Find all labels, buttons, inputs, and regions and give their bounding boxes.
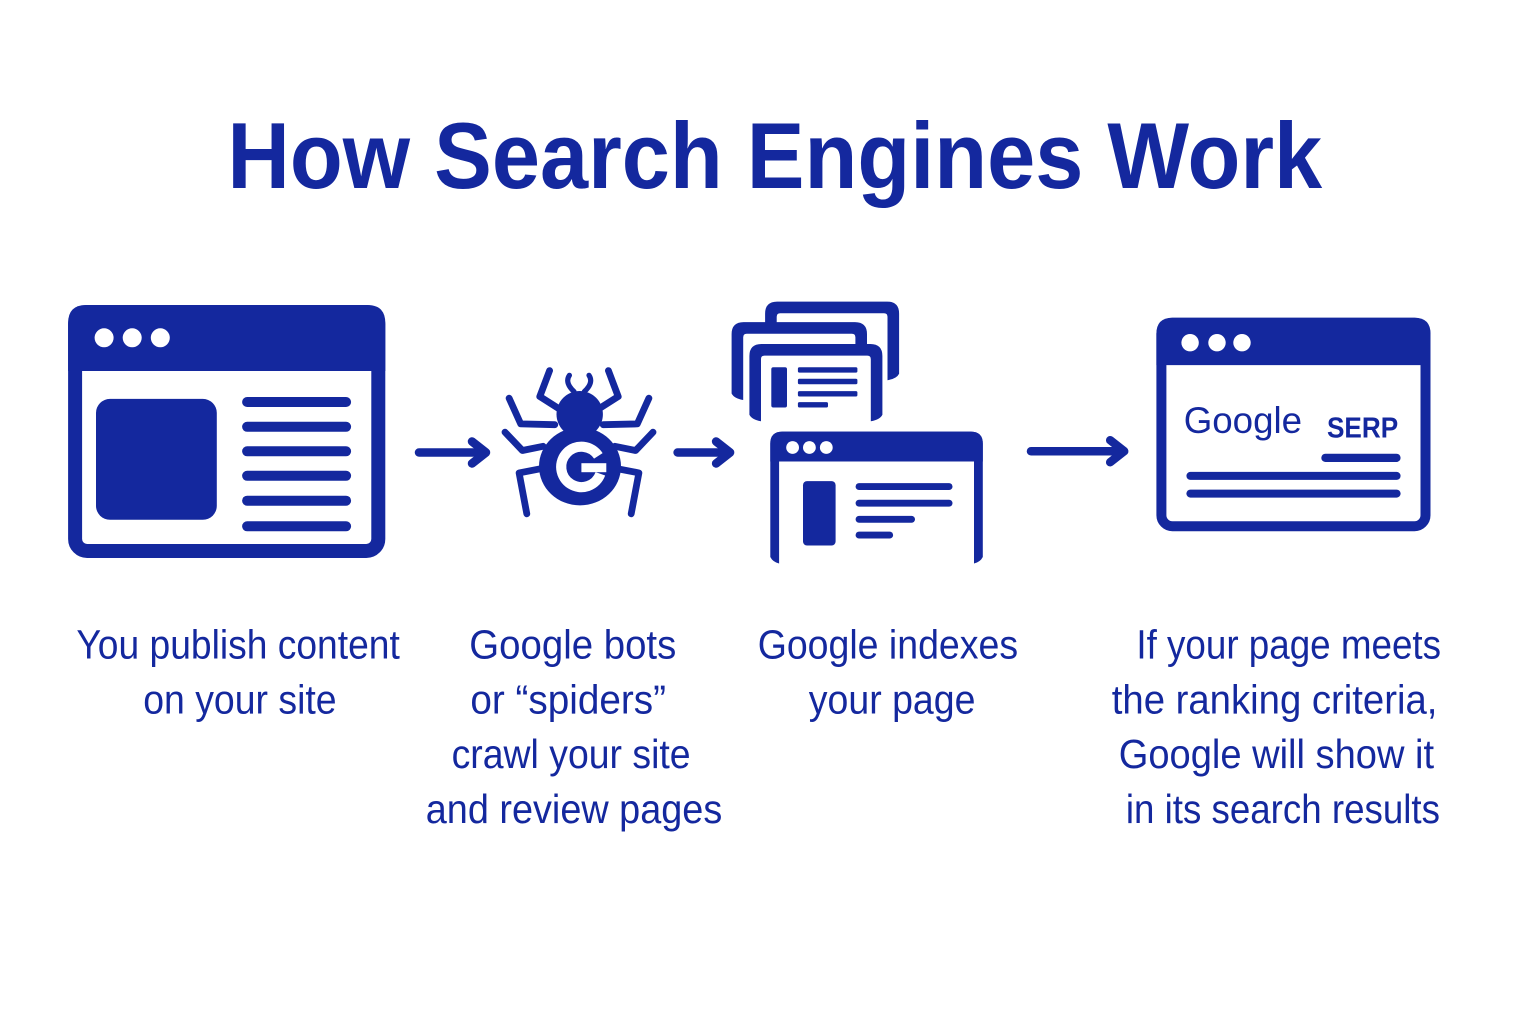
svg-text:and review pages: and review pages	[426, 786, 723, 832]
svg-text:your page: your page	[809, 676, 976, 722]
svg-text:Google indexes: Google indexes	[758, 622, 1018, 668]
svg-text:You publish content: You publish content	[76, 622, 400, 668]
svg-text:Google: Google	[1184, 399, 1302, 441]
svg-text:the ranking criteria,: the ranking criteria,	[1112, 676, 1438, 722]
svg-text:or “spiders”: or “spiders”	[470, 676, 666, 722]
svg-text:How Search Engines Work: How Search Engines Work	[227, 103, 1322, 208]
svg-text:on your site: on your site	[143, 676, 336, 722]
svg-text:crawl your site: crawl your site	[452, 731, 691, 777]
svg-text:SERP: SERP	[1327, 413, 1398, 445]
svg-text:in its search results: in its search results	[1126, 786, 1440, 832]
svg-text:Google bots: Google bots	[469, 622, 676, 668]
svg-text:Google will show it: Google will show it	[1119, 731, 1435, 777]
svg-text:If your page meets: If your page meets	[1136, 622, 1441, 668]
